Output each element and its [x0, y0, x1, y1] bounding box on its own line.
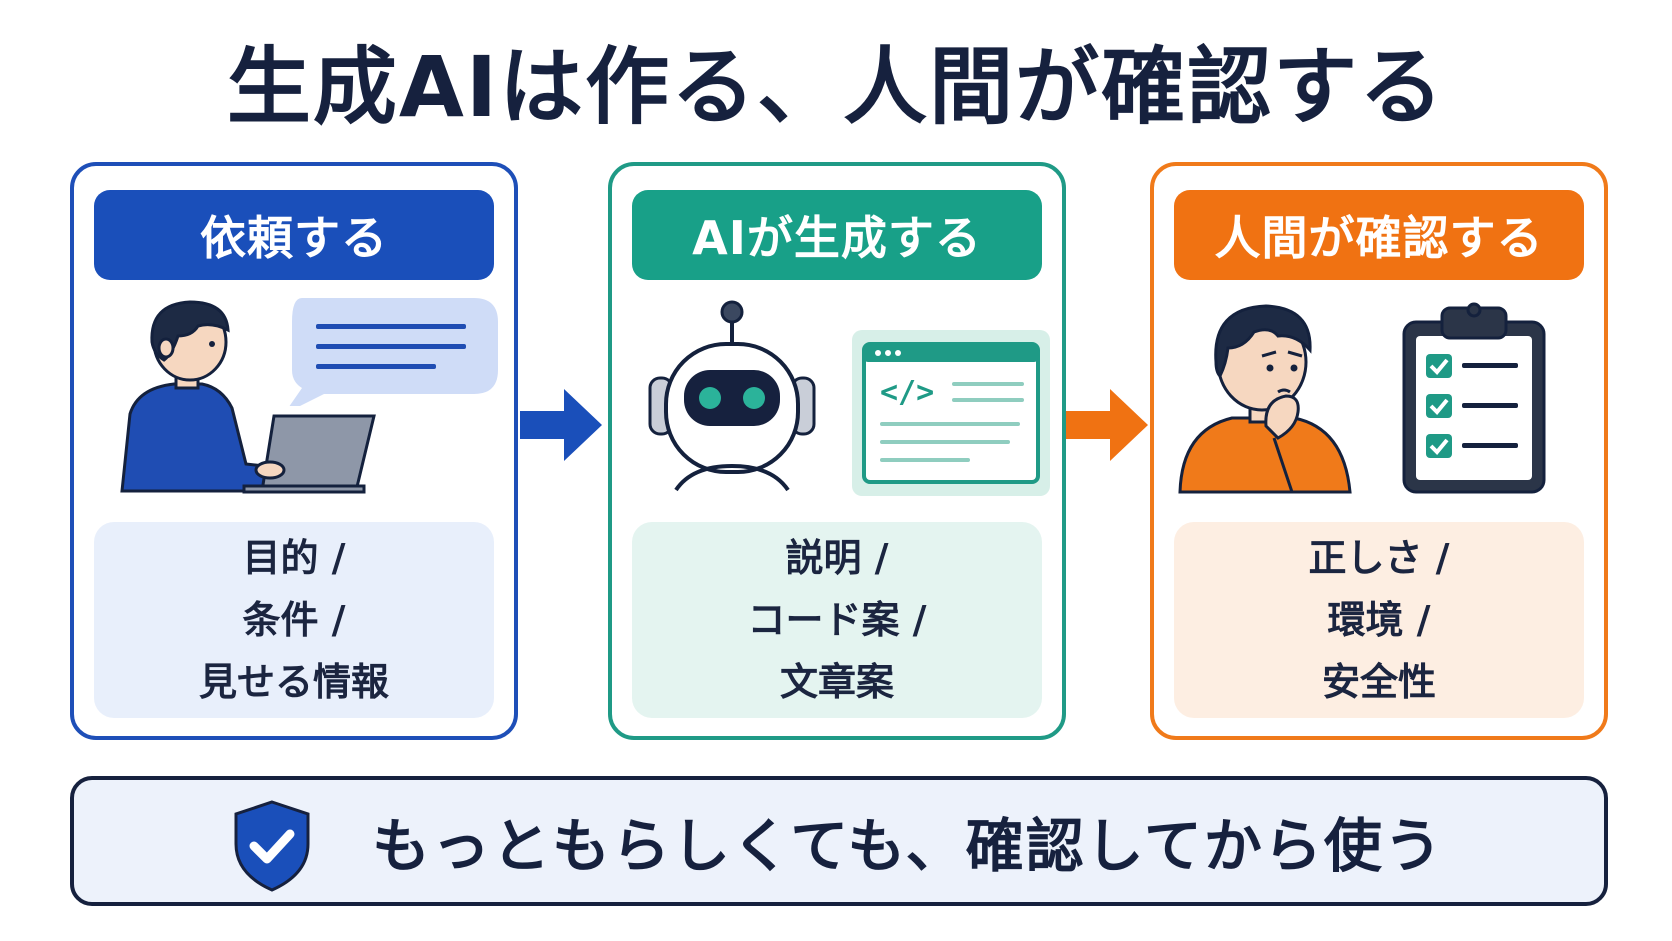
thinking-person-icon: [1178, 304, 1352, 494]
step-line: 目的 /: [242, 536, 346, 580]
checklist-clipboard-icon: [1402, 302, 1546, 494]
step-line: 安全性: [1321, 660, 1436, 704]
arrow-right-icon: [520, 389, 602, 461]
shield-check-icon: [234, 800, 310, 892]
step-line: 正しさ /: [1308, 536, 1450, 580]
step-body-review: 正しさ / 環境 / 安全性: [1174, 522, 1584, 718]
step-line: 見せる情報: [198, 660, 389, 704]
step-line: 文章案: [779, 660, 894, 704]
step-panel-generate: AIが生成する </>: [608, 162, 1066, 740]
svg-text:</>: </>: [880, 375, 934, 410]
step-panel-request: 依頼する 目的 / 条件 /: [70, 162, 518, 740]
code-window-icon: </>: [852, 330, 1050, 496]
illustration-review: [1174, 296, 1584, 496]
step-body-request: 目的 / 条件 / 見せる情報: [94, 522, 494, 718]
arrow-right-icon: [1066, 389, 1148, 461]
step-header-generate: AIが生成する: [632, 190, 1042, 280]
step-panel-review: 人間が確認する: [1150, 162, 1608, 740]
reminder-message: もっともらしくても、確認してから使う: [372, 812, 1444, 880]
illustration-request: [94, 296, 498, 496]
step-header-review: 人間が確認する: [1174, 190, 1584, 280]
page-title: 生成AIは作る、人間が確認する: [226, 38, 1446, 136]
step-body-generate: 説明 / コード案 / 文章案: [632, 522, 1042, 718]
illustration-generate: </>: [632, 296, 1050, 496]
person-with-laptop-icon: [120, 300, 376, 494]
step-line: 説明 /: [785, 536, 889, 580]
speech-bubble-icon: [289, 298, 498, 406]
step-line: 条件 /: [242, 598, 346, 642]
reminder-banner: もっともらしくても、確認してから使う: [70, 776, 1608, 906]
step-header-request: 依頼する: [94, 190, 494, 280]
step-line: コード案 /: [747, 598, 927, 642]
step-line: 環境 /: [1327, 598, 1431, 642]
robot-icon: [648, 300, 816, 492]
